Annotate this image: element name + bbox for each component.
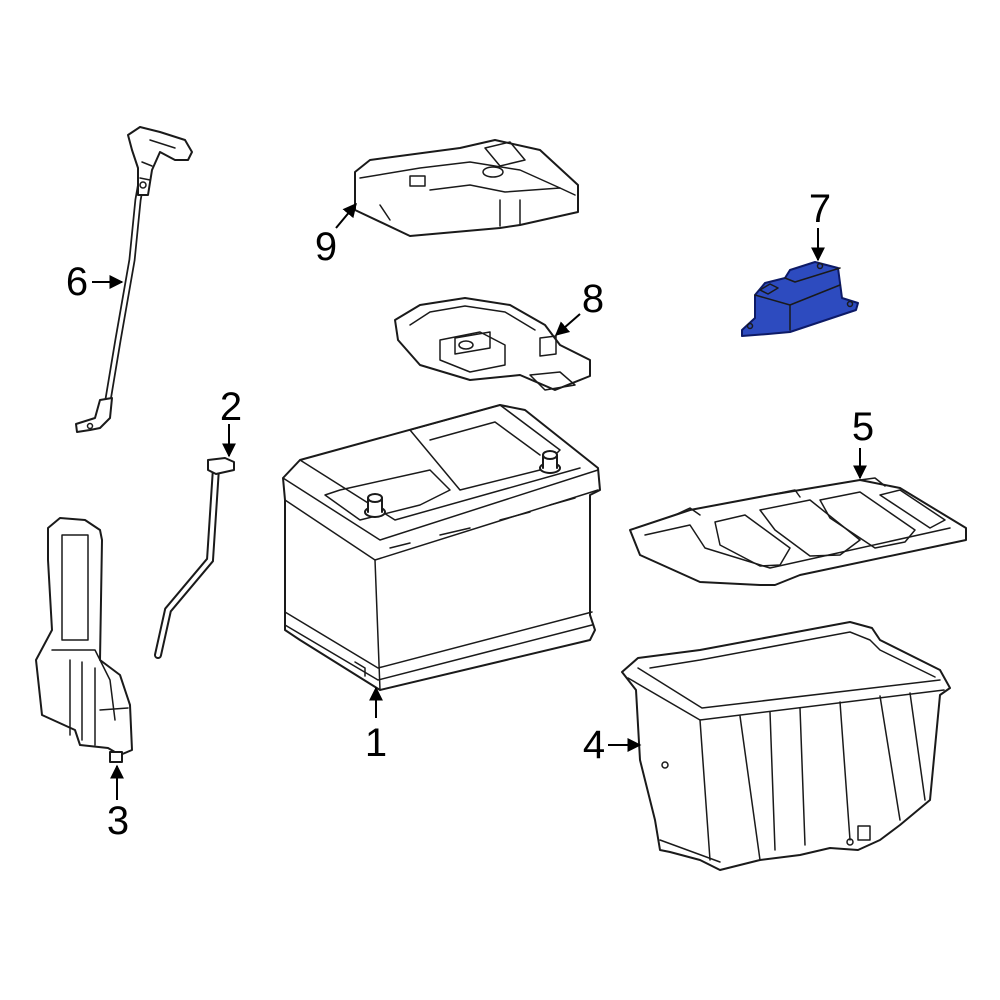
callout-number-1: 1	[365, 721, 387, 765]
callout-number-3: 3	[107, 799, 129, 843]
part-1-battery[interactable]	[282, 404, 601, 691]
part-7-module-highlighted[interactable]	[741, 261, 859, 337]
callout-number-5: 5	[852, 405, 874, 449]
callout-4: 4	[583, 723, 642, 767]
callout-number-6: 6	[66, 260, 88, 304]
part-8-terminal-cover[interactable]	[394, 297, 591, 391]
callout-2: 2	[220, 385, 242, 458]
callout-1: 1	[365, 686, 387, 765]
part-6-battery-cable[interactable]	[75, 126, 193, 433]
callout-number-7: 7	[809, 187, 831, 231]
callout-number-8: 8	[582, 277, 604, 321]
callout-5: 5	[852, 405, 874, 480]
callout-3: 3	[107, 764, 129, 843]
part-5-tray-cover[interactable]	[629, 477, 967, 586]
part-3-bracket[interactable]	[35, 517, 133, 763]
callout-7: 7	[809, 187, 831, 262]
part-2-vent-tube[interactable]	[154, 457, 235, 659]
part-4-battery-tray[interactable]	[621, 621, 951, 871]
callout-8: 8	[554, 277, 604, 336]
callout-number-2: 2	[220, 385, 242, 429]
callout-9: 9	[315, 202, 357, 269]
part-9-battery-cover[interactable]	[354, 139, 579, 237]
callout-6: 6	[66, 260, 124, 304]
callout-number-4: 4	[583, 723, 605, 767]
callout-number-9: 9	[315, 225, 337, 269]
